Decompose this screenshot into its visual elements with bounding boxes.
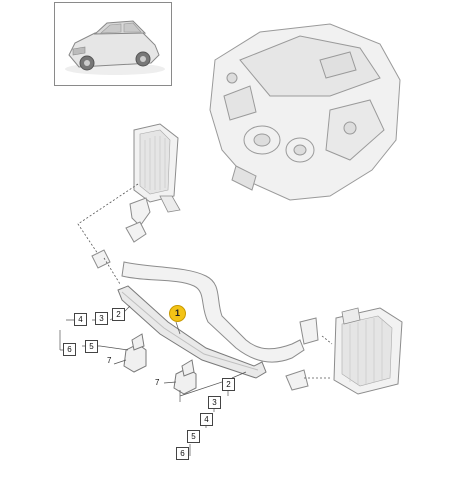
car-suv-icon <box>65 20 165 75</box>
callout-4-bottom[interactable]: 4 <box>200 413 213 426</box>
callout-2-left[interactable]: 2 <box>112 308 125 321</box>
callout-4-left[interactable]: 4 <box>74 313 87 326</box>
callout-5-left[interactable]: 5 <box>85 340 98 353</box>
bracket-upper <box>123 333 147 373</box>
coolant-pipe-part-1 <box>117 285 267 379</box>
callout-5-bottom[interactable]: 5 <box>187 430 200 443</box>
callout-6-bottom[interactable]: 6 <box>176 447 189 460</box>
callout-2-bottom[interactable]: 2 <box>222 378 235 391</box>
charge-air-hose-upper <box>91 197 319 391</box>
intercooler-right <box>333 307 403 395</box>
engine-illustration <box>209 23 401 201</box>
leader-lines <box>77 183 333 379</box>
callout-3-left[interactable]: 3 <box>95 312 108 325</box>
vehicle-inset <box>54 2 172 86</box>
intercooler-left <box>133 123 181 213</box>
bracket-lower <box>173 359 197 395</box>
callout-7-bottom[interactable]: 7 <box>155 378 160 387</box>
callout-3-bottom[interactable]: 3 <box>208 396 221 409</box>
callout-6-left[interactable]: 6 <box>63 343 76 356</box>
callout-7-left[interactable]: 7 <box>107 356 112 365</box>
part-1-badge[interactable]: 1 <box>169 305 186 322</box>
